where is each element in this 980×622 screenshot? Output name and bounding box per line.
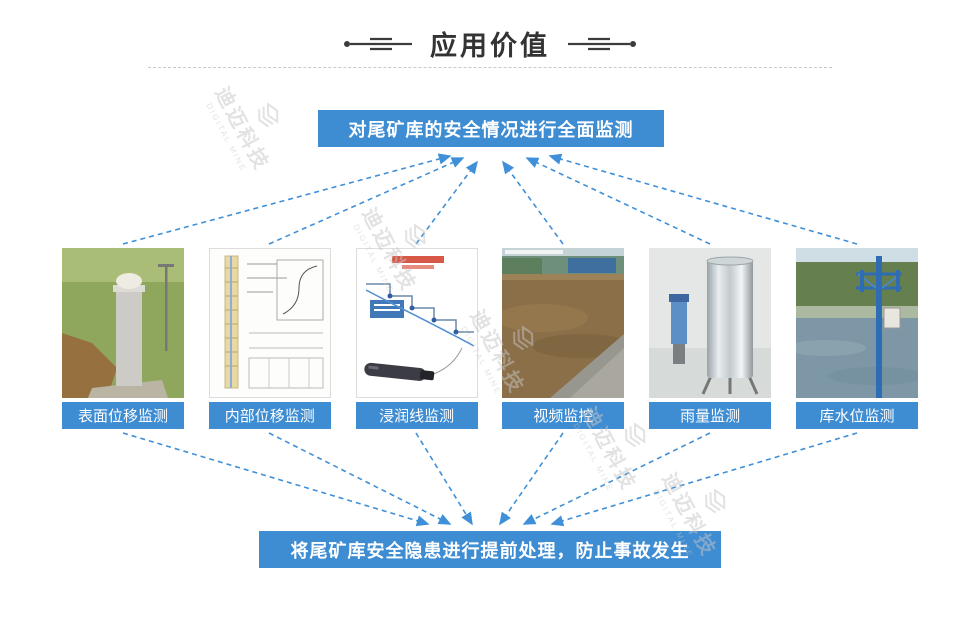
surface-displacement-photo [62,248,184,398]
watermark: 迪迈科技 DIGITAL MINE [201,69,302,181]
phreatic-line-diagram [355,248,478,398]
section-title-row: 应用价值 [0,24,980,63]
monitor-card-video: 视频监控 [502,248,625,429]
monitor-label: 雨量监测 [649,402,772,429]
dashed-separator [148,67,832,68]
monitor-cards-row: 表面位移监测 内部位移监测 [62,248,918,429]
digital-mine-logo-icon [705,488,726,514]
water-level-photo [795,248,918,398]
monitor-label: 视频监控 [502,402,625,429]
monitor-label: 浸润线监测 [355,402,478,429]
internal-displacement-diagram [208,248,331,398]
monitor-card-rain-gauge: 雨量监测 [649,248,772,429]
title-ornament-left-icon [344,37,412,50]
monitor-card-internal-displacement: 内部位移监测 [208,248,331,429]
monitor-card-water-level: 库水位监测 [795,248,918,429]
monitor-card-surface-displacement: 表面位移监测 [62,248,184,429]
rain-gauge-photo [649,248,772,398]
page-title: 应用价值 [430,31,550,61]
monitor-card-phreatic-line: 浸润线监测 [355,248,478,429]
top-banner: 对尾矿库的安全情况进行全面监测 [318,110,664,147]
video-surveillance-photo [502,248,625,398]
title-ornament-right-icon [568,37,636,50]
monitor-label: 内部位移监测 [208,402,331,429]
digital-mine-logo-icon [258,102,279,128]
monitor-label: 表面位移监测 [62,402,184,429]
monitor-label: 库水位监测 [795,402,918,429]
bottom-banner: 将尾矿库安全隐患进行提前处理，防止事故发生 [259,531,721,568]
